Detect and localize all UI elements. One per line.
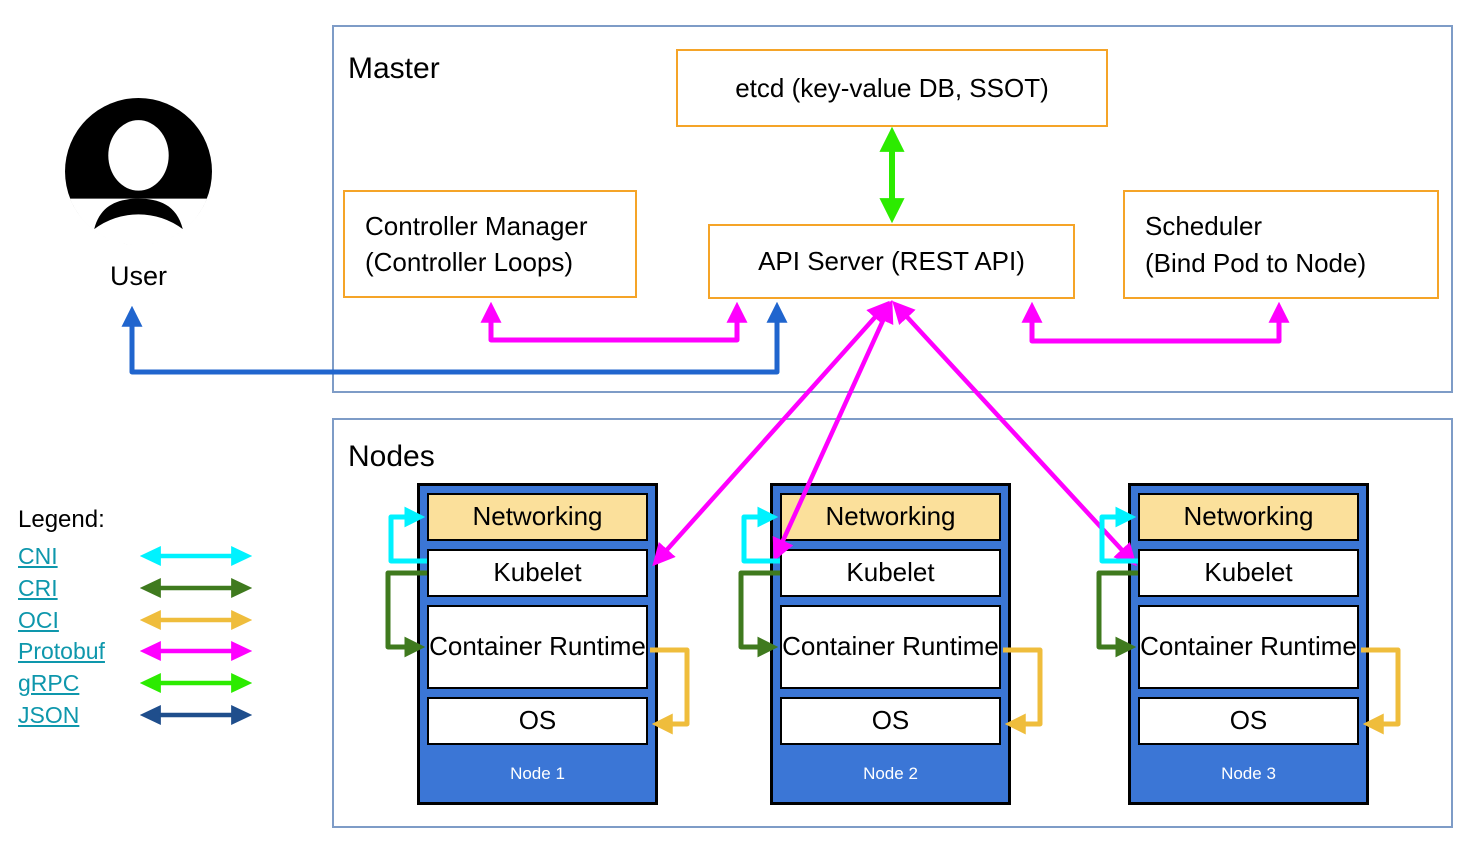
node2-networking-layer: Networking <box>780 493 1001 541</box>
node-3: Networking Kubelet Container Runtime OS … <box>1128 483 1369 805</box>
legend-link-grpc[interactable]: gRPC <box>18 669 80 696</box>
node1-networking-layer: Networking <box>427 493 648 541</box>
legend-link-json[interactable]: JSON <box>18 701 80 728</box>
json-legend-arrow-icon <box>140 705 252 725</box>
node-1: Networking Kubelet Container Runtime OS … <box>417 483 658 805</box>
node3-container-runtime-layer: Container Runtime <box>1138 605 1359 689</box>
scheduler-box: Scheduler (Bind Pod to Node) <box>1123 190 1439 299</box>
user-label: User <box>109 261 167 291</box>
legend-link-cni[interactable]: CNI <box>18 542 58 569</box>
cri-legend-arrow-icon <box>140 578 252 598</box>
scheduler-line2: (Bind Pod to Node) <box>1145 247 1367 278</box>
node1-label: Node 1 <box>510 764 565 783</box>
node1-kubelet-layer: Kubelet <box>427 549 648 597</box>
etcd-box: etcd (key-value DB, SSOT) <box>676 49 1108 127</box>
controller-manager-line2: (Controller Loops) <box>365 247 574 277</box>
node1-os-layer: OS <box>427 697 648 745</box>
legend-link-cri[interactable]: CRI <box>18 574 58 601</box>
cni-legend-arrow-icon <box>140 546 252 566</box>
legend-title: Legend: <box>18 506 105 533</box>
legend-row-cni: CNI <box>18 541 258 571</box>
controller-manager-box: Controller Manager (Controller Loops) <box>343 190 637 298</box>
legend-row-grpc: gRPC <box>18 668 258 698</box>
node2-os-layer: OS <box>780 697 1001 745</box>
legend-row-oci: OCI <box>18 605 258 635</box>
node3-os-layer: OS <box>1138 697 1359 745</box>
scheduler-line1: Scheduler <box>1145 211 1263 242</box>
oci-legend-arrow-icon <box>140 610 252 630</box>
legend-link-oci[interactable]: OCI <box>18 606 59 633</box>
grpc-legend-arrow-icon <box>140 673 252 693</box>
legend-row-cri: CRI <box>18 573 258 603</box>
node2-container-runtime-layer: Container Runtime <box>780 605 1001 689</box>
protobuf-legend-arrow-icon <box>140 641 252 661</box>
legend-row-protobuf: Protobuf <box>18 636 258 666</box>
legend-link-protobuf[interactable]: Protobuf <box>18 637 105 664</box>
node3-kubelet-layer: Kubelet <box>1138 549 1359 597</box>
controller-manager-line1: Controller Manager <box>365 210 588 241</box>
user-icon <box>65 98 212 246</box>
master-title: Master <box>348 52 440 85</box>
node3-networking-layer: Networking <box>1138 493 1359 541</box>
user-block: User <box>63 97 214 292</box>
node2-kubelet-layer: Kubelet <box>780 549 1001 597</box>
node2-label: Node 2 <box>863 764 918 783</box>
node3-label: Node 3 <box>1221 764 1276 783</box>
legend-row-json: JSON <box>18 700 258 730</box>
api-server-box: API Server (REST API) <box>708 224 1075 299</box>
node-2: Networking Kubelet Container Runtime OS … <box>770 483 1011 805</box>
nodes-title: Nodes <box>348 440 435 473</box>
node1-container-runtime-layer: Container Runtime <box>427 605 648 689</box>
